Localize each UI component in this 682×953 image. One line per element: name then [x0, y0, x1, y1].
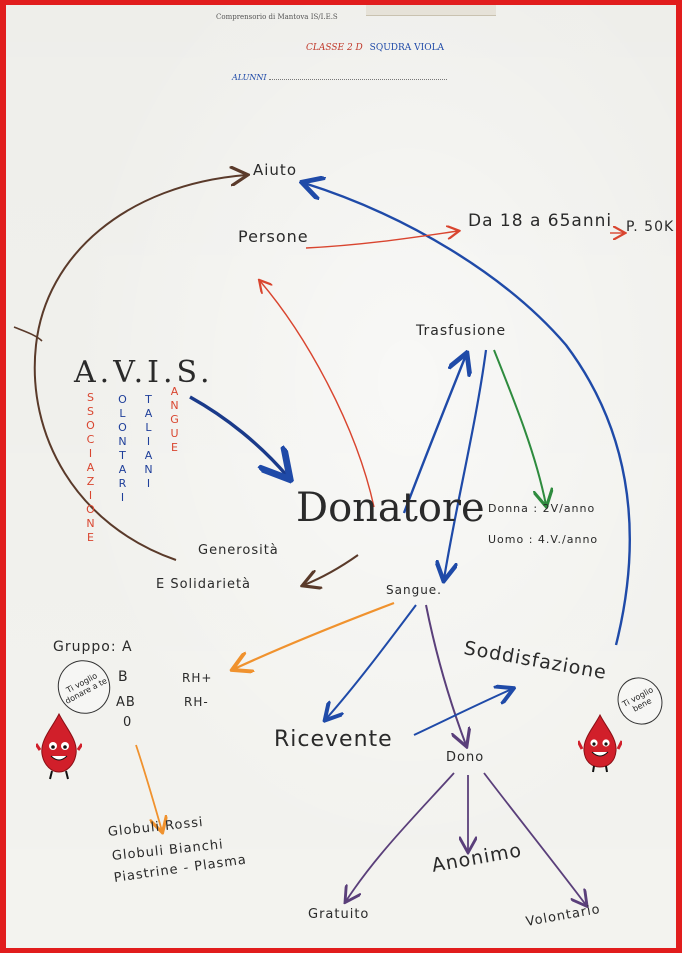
node-donna: Donna : 2V/anno	[488, 502, 596, 515]
edge-left-stub	[13, 326, 43, 342]
arrow-persone-da	[305, 231, 458, 249]
blood-drop-mascot-right-icon	[578, 713, 622, 773]
header-class: CLASSE 2 D SQUDRA VIOLA	[306, 43, 444, 53]
arrow-trasfusione-donna	[493, 349, 546, 505]
node-aiuto: Aiuto	[253, 161, 297, 179]
arrow-gruppo-globuli	[135, 744, 162, 831]
node-avis: A.V.I.S.	[74, 355, 214, 390]
arrow-sangue-gruppo	[234, 601, 395, 669]
node-gratuito: Gratuito	[308, 907, 370, 922]
arrow-donatore-persone	[260, 281, 375, 508]
node-gruppo-ab: AB	[116, 695, 136, 710]
students-line	[268, 78, 447, 80]
avis-sangue: ANGUE	[168, 385, 181, 455]
connectors	[13, 5, 631, 953]
node-peso: P. 50K	[626, 219, 675, 235]
node-persone: Persone	[238, 227, 309, 246]
team-label: SQUDRA VIOLA	[369, 43, 445, 53]
node-sangue: Sangue.	[386, 583, 442, 597]
node-eta: Da 18 a 65anni	[468, 211, 613, 231]
avis-associazione: SSOCIAZIONE	[84, 391, 97, 545]
node-ricevente: Ricevente	[274, 727, 393, 752]
header-students: ALUNNI	[232, 73, 447, 82]
avis-italiani: TALIANI	[142, 393, 155, 491]
students-label: ALUNNI	[232, 73, 267, 82]
arrow-dono-gratuito	[346, 772, 455, 901]
node-donatore: Donatore	[296, 485, 485, 531]
node-rh-pos: RH+	[182, 671, 213, 685]
header-banner	[366, 5, 496, 16]
avis-volontari: OLONTARI	[116, 393, 129, 505]
class-label: CLASSE 2 D	[306, 43, 363, 53]
arrow-donatore-generosita	[304, 554, 359, 585]
arrow-trasfusione-sangue	[444, 349, 488, 579]
node-gruppo-b: B	[118, 669, 129, 685]
node-solidarieta: E Solidarietà	[156, 577, 252, 592]
node-trasfusione: Trasfusione	[416, 323, 507, 339]
arrow-sangue-dono	[425, 604, 466, 745]
blood-drop-mascot-left-icon	[36, 712, 82, 780]
arrow-generosita-aiuto	[33, 175, 246, 561]
node-generosita: Generosità	[198, 543, 279, 558]
arrow-dono-volontario	[483, 772, 586, 905]
node-gruppo-0: 0	[123, 715, 133, 730]
header-institution: Comprensorio di Mantova IS/I.E.S	[216, 13, 338, 21]
node-rh-neg: RH-	[184, 695, 209, 709]
node-dono: Dono	[446, 750, 485, 765]
arrow-sangue-ricevente	[326, 604, 417, 719]
node-uomo: Uomo : 4.V./anno	[488, 533, 599, 546]
node-gruppo: Gruppo: A	[53, 639, 133, 655]
arrow-ricevente-sodd	[413, 689, 512, 736]
arrow-sodd-aiuto	[304, 183, 631, 646]
arrow-donatore-trasfusione	[402, 355, 466, 514]
arrow-avis-donatore	[189, 395, 288, 477]
